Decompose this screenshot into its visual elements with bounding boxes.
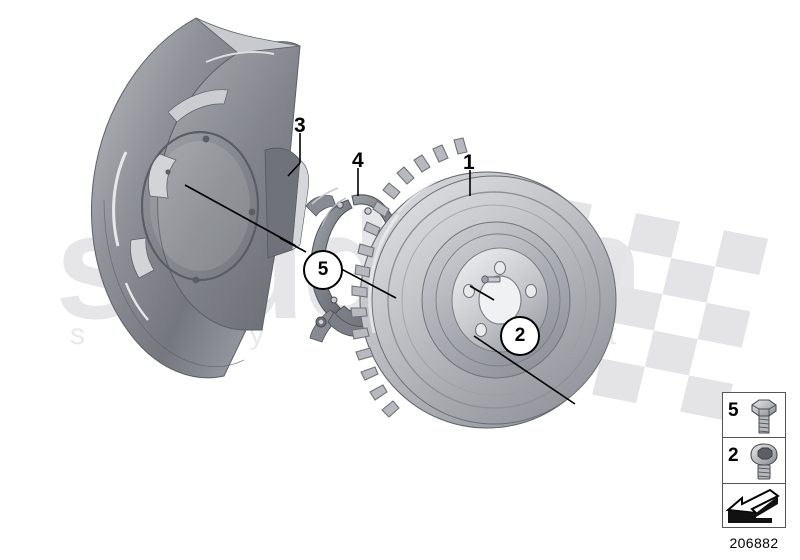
leader-2-lower bbox=[473, 335, 576, 405]
leader-2-upper bbox=[469, 285, 495, 301]
label-part-3: 3 bbox=[294, 114, 306, 137]
part-1-brake-disc bbox=[350, 137, 617, 429]
legend-row-2: 2 bbox=[723, 438, 785, 484]
legend-row-arrow bbox=[723, 484, 785, 529]
part-3-brake-dust-shield bbox=[91, 17, 310, 379]
legend-box: 5 2 bbox=[722, 392, 786, 528]
legend-row-2-number: 2 bbox=[728, 445, 739, 467]
leader-3-long bbox=[184, 184, 297, 247]
disc-cooling-vanes bbox=[350, 137, 468, 418]
legend-row-5-number: 5 bbox=[728, 400, 739, 421]
label-part-1: 1 bbox=[463, 151, 475, 174]
callout-part-5: 5 bbox=[303, 250, 343, 290]
legend-row-5: 5 bbox=[723, 393, 785, 439]
diagram-part-number: 206882 bbox=[729, 535, 779, 551]
hex-socket-screw-icon bbox=[750, 443, 778, 480]
hex-head-bolt-icon bbox=[751, 399, 777, 434]
direction-arrow-icon bbox=[726, 488, 780, 523]
leader-5-left bbox=[279, 237, 307, 253]
callout-part-5-text: 5 bbox=[317, 259, 329, 280]
disc-retaining-screw bbox=[481, 275, 501, 284]
callout-part-2: 2 bbox=[500, 316, 540, 356]
leader-3-tip bbox=[287, 162, 301, 177]
label-part-4: 4 bbox=[352, 149, 364, 172]
callout-part-2-text: 2 bbox=[514, 325, 526, 346]
